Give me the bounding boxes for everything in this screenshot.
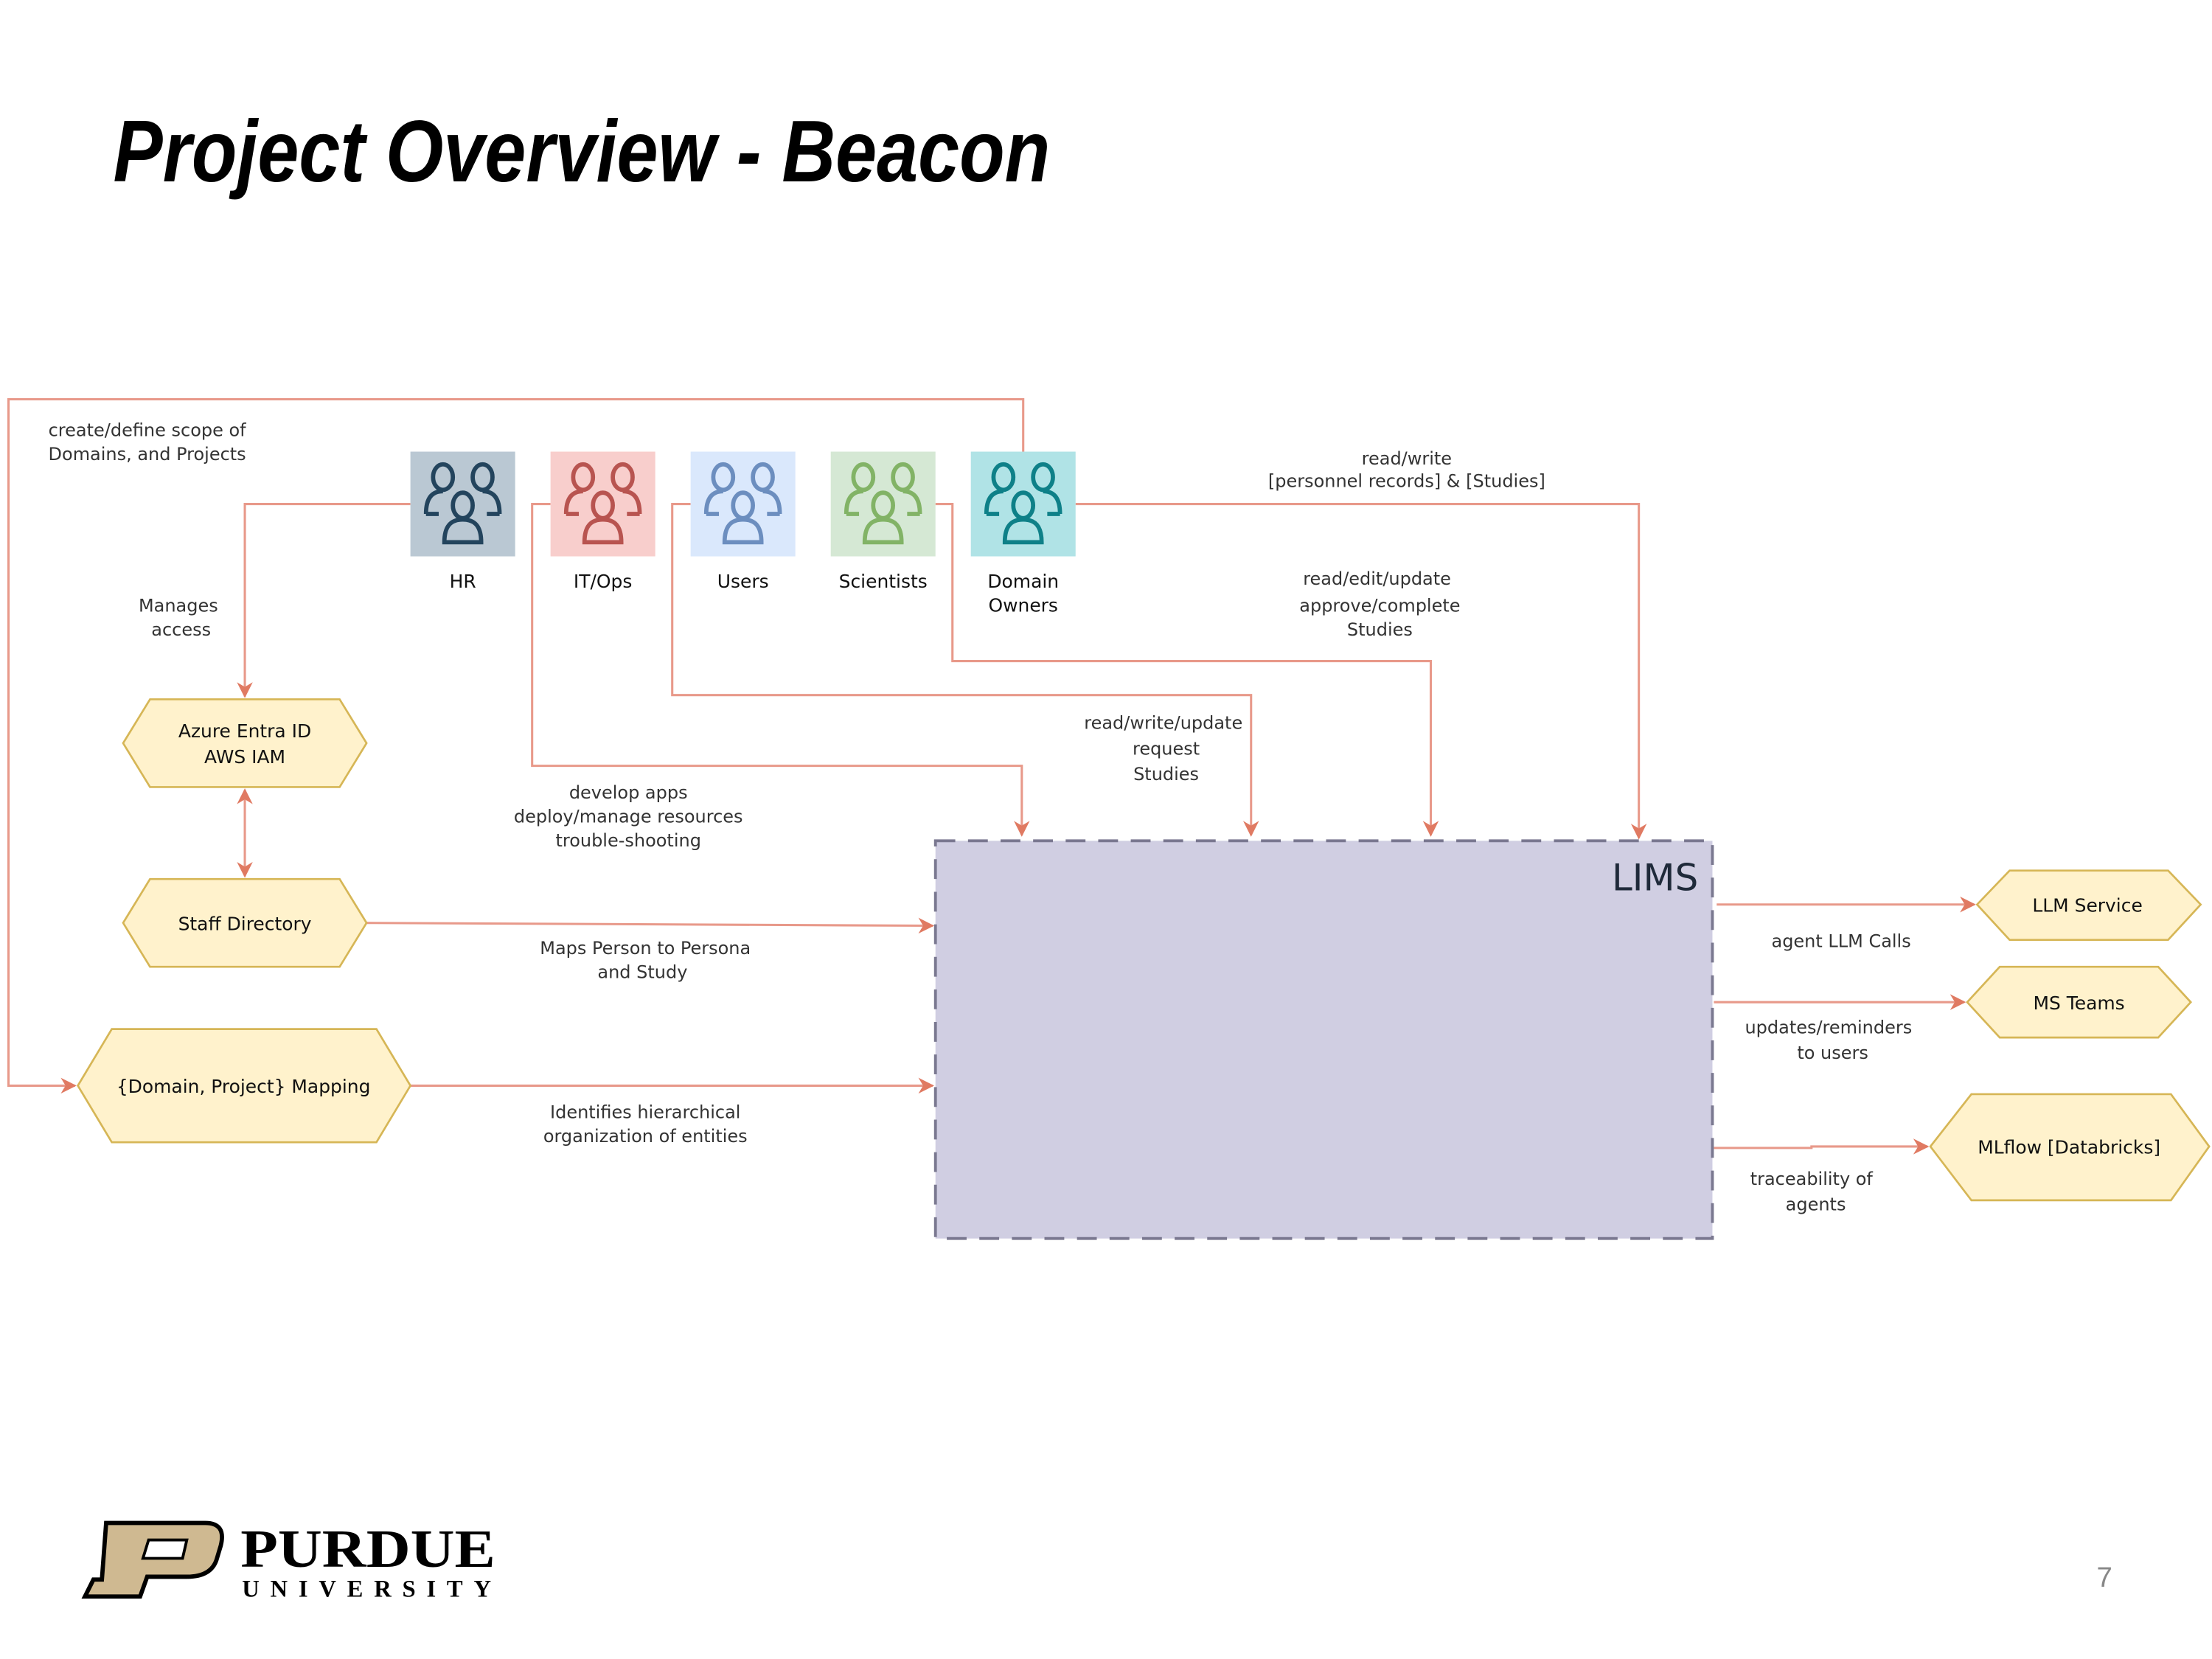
edge-itops-to-lims: [531, 503, 1030, 837]
edge-label: organization of entities: [543, 1126, 748, 1147]
edge-label: agent LLM Calls: [1772, 931, 1911, 951]
edge-label: read/write/update: [1084, 713, 1242, 734]
edge-domain-owners-to-mapping: [7, 397, 1025, 1094]
node-label: MLflow [Databricks]: [1978, 1137, 2160, 1158]
persona-label: HR: [450, 571, 476, 592]
persona-users[interactable]: Users: [690, 451, 796, 592]
edge-scientists-to-lims: [935, 503, 1439, 837]
persona-label: Owners: [989, 594, 1058, 616]
edge-label: read/edit/update: [1303, 568, 1451, 589]
edge-label: Studies: [1133, 764, 1199, 785]
university-wordmark: UNIVERSITY: [242, 1576, 491, 1602]
edge-label: Studies: [1347, 619, 1413, 640]
edge-label: trouble-shooting: [555, 830, 700, 851]
edge-label: deploy/manage resources: [514, 806, 743, 827]
node-label: MS Teams: [2033, 992, 2124, 1014]
edge-label: create/define scope of: [49, 420, 247, 440]
persona-scientists[interactable]: Scientists: [830, 451, 936, 592]
edge-staff-to-lims: [366, 917, 935, 934]
edge-labels: create/define scope of Domains, and Proj…: [49, 420, 1913, 1214]
persona-hr[interactable]: HR: [410, 451, 515, 592]
edge-lims-to-mlflow: [1714, 1138, 1930, 1155]
page-number: 7: [2096, 1562, 2112, 1593]
purdue-logo: PURDUE UNIVERSITY: [81, 1519, 495, 1602]
persona-label: Users: [717, 571, 769, 592]
edge-label: traceability of: [1750, 1169, 1874, 1189]
edge-label: and Study: [597, 962, 687, 983]
edge-users-to-lims: [671, 503, 1259, 837]
lims-label: LIMS: [1612, 857, 1698, 900]
edge-label: agents: [1786, 1194, 1846, 1214]
staff-directory-node[interactable]: Staff Directory: [122, 877, 368, 968]
persona-label: Scientists: [839, 571, 928, 592]
domain-project-mapping-node[interactable]: {Domain, Project} Mapping: [76, 1028, 412, 1144]
edges: [7, 397, 1976, 1155]
edge-label: Manages: [139, 595, 218, 616]
node-label: Staff Directory: [178, 913, 312, 934]
edge-label: request: [1133, 738, 1200, 759]
llm-service-node[interactable]: LLM Service: [1975, 869, 2202, 942]
page-title: Project Overview - Beacon: [114, 102, 1051, 201]
persona-itops[interactable]: IT/Ops: [550, 451, 655, 592]
edge-label: Domains, and Projects: [49, 444, 246, 465]
edge-hr-to-azure: [237, 503, 411, 698]
persona-domain-owners[interactable]: Domain Owners: [970, 451, 1076, 616]
edge-label: access: [151, 619, 211, 640]
edge-label: read/write: [1362, 448, 1452, 469]
azure-iam-node[interactable]: Azure Entra ID AWS IAM: [122, 698, 368, 788]
persona-label: IT/Ops: [574, 571, 632, 592]
persona-label: Domain: [987, 571, 1059, 592]
node-label: Azure Entra ID: [178, 720, 311, 742]
edge-label: to users: [1797, 1043, 1868, 1063]
mlflow-node[interactable]: MLflow [Databricks]: [1929, 1093, 2211, 1202]
edge-label: Identifies hierarchical: [550, 1102, 740, 1123]
node-label: LLM Service: [2032, 894, 2142, 916]
ms-teams-node[interactable]: MS Teams: [1966, 965, 2193, 1039]
purdue-wordmark: PURDUE: [240, 1519, 495, 1579]
node-label: {Domain, Project} Mapping: [116, 1076, 371, 1097]
edge-label: [personnel records] & [Studies]: [1268, 471, 1545, 492]
edge-label: approve/complete: [1299, 595, 1460, 616]
edge-label: Maps Person to Persona: [540, 938, 751, 959]
edge-label: develop apps: [569, 782, 688, 803]
edge-label: updates/reminders: [1745, 1017, 1912, 1037]
node-label: AWS IAM: [204, 746, 285, 768]
lims-container[interactable]: LIMS: [933, 839, 1714, 1240]
edge-domain-owners-to-lims: [1075, 503, 1647, 840]
